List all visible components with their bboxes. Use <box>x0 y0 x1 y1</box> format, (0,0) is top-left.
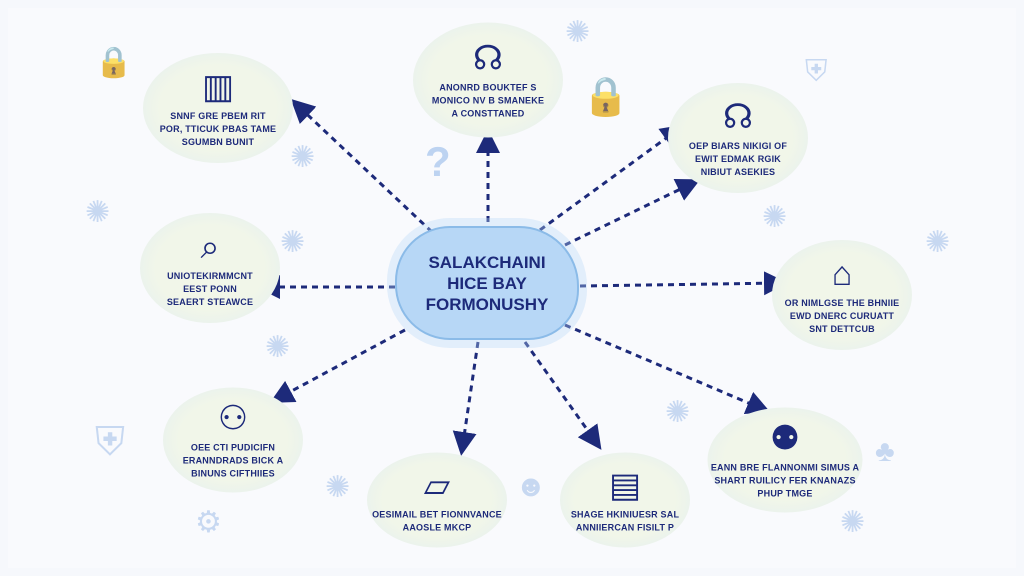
node-label: SNNF GRE PBEM RIT POR, TTICUK PBAS TAME … <box>159 110 277 147</box>
gear-icon: ✺ <box>925 226 951 259</box>
robot-icon: ⚙ <box>195 506 222 539</box>
node-label: ANONRD BOUKTEF S MONICO NV B SMANEKE A C… <box>431 82 545 119</box>
lock-icon: 🔒 <box>95 46 133 79</box>
security-scan-icon: ⌕ <box>200 227 220 266</box>
central-topic-line: HICE BAY <box>447 273 527 293</box>
house-icon: ⌂ <box>831 254 853 293</box>
node-1: ▥ SNNF GRE PBEM RIT POR, TTICUK PBAS TAM… <box>143 53 293 163</box>
gear-icon: ✺ <box>762 201 788 234</box>
gear-icon: ✺ <box>565 16 591 49</box>
gear-icon: ✺ <box>840 506 866 539</box>
node-label: SHAGE HKINIUESR SAL ANNIIERCAN FISILT P <box>570 509 680 532</box>
gear-icon: ✺ <box>280 226 306 259</box>
central-topic-line: FORMONUSHY <box>425 294 549 314</box>
gear-icon: ✺ <box>290 141 316 174</box>
arrow-to-node-8 <box>523 341 602 450</box>
node-label: OEE CTI PUDICIFN ERANNDRADS BICK A BINUN… <box>182 442 284 479</box>
question-mark-icon: ? <box>425 138 451 185</box>
people-discussion-icon: ⚉ <box>769 419 801 458</box>
gear-icon: ✺ <box>665 396 691 429</box>
node-label: UNIOTEKIRMMCNT EEST PONN SEAERT STEAWCE <box>166 270 254 307</box>
gear-icon: ✺ <box>85 196 111 229</box>
padlock-icon: 🔒 <box>582 76 630 118</box>
node-4: ⌕ UNIOTEKIRMMCNT EEST PONN SEAERT STEAWC… <box>140 213 280 323</box>
node-8: ▤ SHAGE HKINIUESR SAL ANNIIERCAN FISILT … <box>560 452 690 548</box>
shield-people-icon: ⛨ <box>805 55 828 88</box>
document-panel-icon: ▥ <box>201 67 235 106</box>
gear-icon: ✺ <box>265 331 291 364</box>
arrow-to-node-6 <box>269 328 406 403</box>
skull-icon: ☻ <box>515 470 547 503</box>
node-7: ▱ OESIMAIL BET FIONNVANCE AAOSLE MKCP <box>367 452 507 548</box>
people-meeting-icon: ⚇ <box>217 399 249 438</box>
central-topic-line: SALAKCHAINI <box>428 252 546 272</box>
node-label: EANN BRE FLANNONMI SIMUS A SHART RUILICY… <box>710 462 860 499</box>
arrow-to-node-3b <box>564 179 701 247</box>
arrow-to-node-9 <box>564 323 771 415</box>
node-3: ☊ OEP BIARS NIKIGI OF EWIT EDMAK RGIK NI… <box>668 83 808 193</box>
arrow-to-node-7 <box>452 341 480 456</box>
node-2: ☊ ANONRD BOUKTEF S MONICO NV B SMANEKE A… <box>413 22 563 138</box>
node-6: ⚇ OEE CTI PUDICIFN ERANNDRADS BICK A BIN… <box>163 387 303 493</box>
node-5: ⌂ OR NIMLGSE THE BHNIIE EWD DNERC CURUAT… <box>772 240 912 350</box>
plant-icon: ♣ <box>875 435 895 468</box>
building-icon: ▤ <box>608 466 642 504</box>
headset-support-icon: ☊ <box>722 97 754 136</box>
headset-person-icon: ☊ <box>472 39 504 78</box>
map-icon: ▱ <box>423 466 451 504</box>
shield-icon: ⛨ <box>95 420 125 464</box>
arrow-to-node-1 <box>290 98 434 234</box>
central-topic-cloud: SALAKCHAINI HICE BAY FORMONUSHY <box>395 226 579 340</box>
node-label: OR NIMLGSE THE BHNIIE EWD DNERC CURUATT … <box>784 297 900 334</box>
arrow-to-node-5 <box>579 271 788 296</box>
gear-icon: ✺ <box>325 471 351 504</box>
node-label: OESIMAIL BET FIONNVANCE AAOSLE MKCP <box>372 509 502 532</box>
node-9: ⚉ EANN BRE FLANNONMI SIMUS A SHART RUILI… <box>707 407 863 513</box>
node-label: OEP BIARS NIKIGI OF EWIT EDMAK RGIK NIBI… <box>688 140 788 177</box>
arrow-to-node-3a <box>539 124 685 232</box>
